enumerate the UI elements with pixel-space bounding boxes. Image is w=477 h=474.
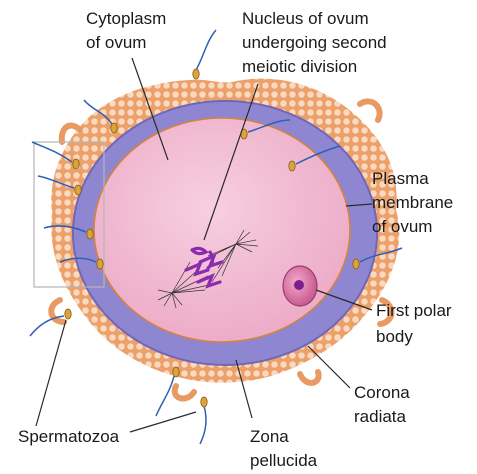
first-polar-body bbox=[283, 266, 317, 306]
label-cytoplasm: Cytoplasm of ovum bbox=[86, 9, 171, 52]
label-zona-pellucida: Zona pellucida bbox=[250, 427, 318, 470]
cytoplasm bbox=[94, 118, 350, 342]
label-corona-radiata: Corona radiata bbox=[354, 383, 415, 426]
label-plasma-membrane: Plasma membrane of ovum bbox=[372, 169, 458, 236]
label-spermatozoa: Spermatozoa bbox=[18, 427, 120, 446]
label-nucleus: Nucleus of ovum undergoing second meioti… bbox=[242, 9, 391, 76]
